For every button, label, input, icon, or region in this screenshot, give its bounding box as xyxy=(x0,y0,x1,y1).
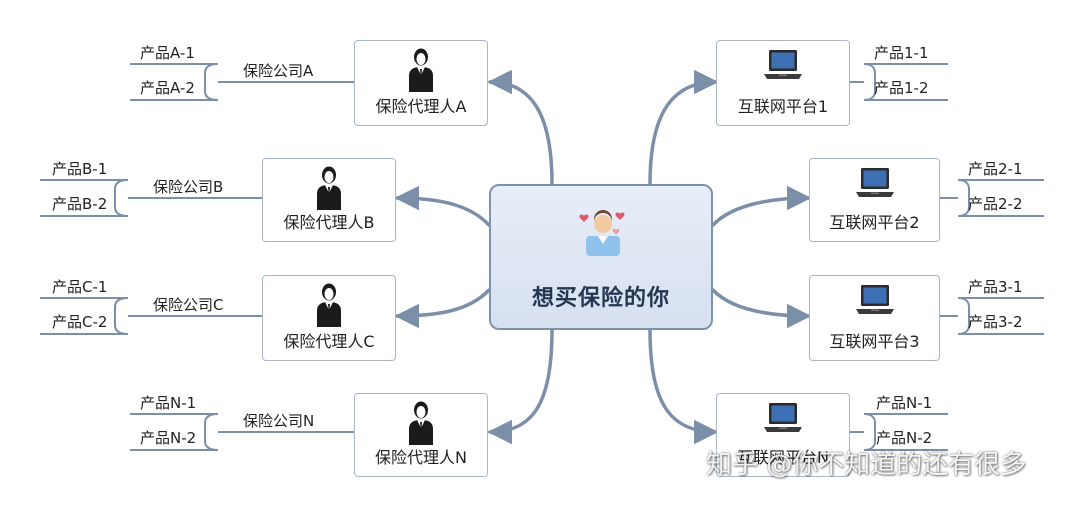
connector-center-platform-3 xyxy=(711,288,812,329)
platform-label-3: 互联网平台3 xyxy=(829,332,920,351)
laptop-icon xyxy=(764,403,802,432)
product-label-a1: 产品A-1 xyxy=(140,44,195,62)
center-title: 想买保险的你 xyxy=(531,286,670,311)
agent-person-icon xyxy=(317,283,341,327)
agent-person-icon xyxy=(317,166,341,210)
platform-label-1: 互联网平台1 xyxy=(737,97,829,116)
laptop-icon xyxy=(764,50,802,79)
agent-node-n: 保险代理人N xyxy=(354,393,488,477)
product-label-n2: 产品N-2 xyxy=(140,429,197,447)
product-label-3-2: 产品3-2 xyxy=(968,313,1023,331)
laptop-icon xyxy=(855,168,894,197)
platform-node-1: 互联网平台1 xyxy=(716,40,850,126)
connector-center-agent-a xyxy=(487,69,554,186)
agent-node-a: 保险代理人A xyxy=(354,40,488,126)
connector-center-agent-b xyxy=(394,185,491,227)
product-label-c2: 产品C-2 xyxy=(52,313,108,331)
product-label-pn-1: 产品N-1 xyxy=(876,394,933,412)
laptop-icon xyxy=(855,285,894,314)
connector-center-platform-1 xyxy=(648,69,719,186)
platform-label-2: 互联网平台2 xyxy=(829,213,920,232)
company-label-b: 保险公司B xyxy=(153,178,224,196)
product-label-2-2: 产品2-2 xyxy=(968,195,1023,213)
connector-center-platform-2 xyxy=(711,185,812,227)
connector-center-platform-n xyxy=(648,328,719,445)
agent-label-n: 保险代理人N xyxy=(375,448,467,467)
agent-label-a: 保险代理人A xyxy=(375,97,467,116)
product-label-c1: 产品C-1 xyxy=(52,278,108,296)
agent-label-c: 保险代理人C xyxy=(283,332,375,351)
connector-center-agent-c xyxy=(394,288,491,329)
product-label-1-1: 产品1-1 xyxy=(874,44,929,62)
product-label-b1: 产品B-1 xyxy=(52,160,108,178)
product-label-1-2: 产品1-2 xyxy=(874,79,929,97)
product-label-a2: 产品A-2 xyxy=(140,79,195,97)
agent-person-icon xyxy=(409,401,433,445)
agent-node-b: 保险代理人B xyxy=(262,158,396,242)
platform-node-2: 互联网平台2 xyxy=(809,158,940,242)
connector-center-agent-n xyxy=(487,328,554,445)
center-node: 想买保险的你 xyxy=(489,184,713,330)
agent-node-c: 保险代理人C xyxy=(262,275,396,361)
platform-node-n: 互联网平台N xyxy=(716,393,850,477)
agent-label-b: 保险代理人B xyxy=(283,213,375,232)
product-label-b2: 产品B-2 xyxy=(52,195,108,213)
product-label-3-1: 产品3-1 xyxy=(968,278,1023,296)
product-label-2-1: 产品2-1 xyxy=(968,160,1023,178)
company-label-n: 保险公司N xyxy=(243,412,315,430)
product-label-n1: 产品N-1 xyxy=(140,394,197,412)
agent-person-icon xyxy=(409,48,433,92)
platform-label-n: 互联网平台N xyxy=(737,448,829,467)
watermark: 知乎 @你不知道的还有很多 xyxy=(706,450,1027,480)
platform-node-3: 互联网平台3 xyxy=(809,275,940,361)
person-with-hearts-icon xyxy=(579,210,625,256)
product-label-pn-2: 产品N-2 xyxy=(876,429,933,447)
company-label-a: 保险公司A xyxy=(243,62,314,80)
company-label-c: 保险公司C xyxy=(153,296,224,314)
